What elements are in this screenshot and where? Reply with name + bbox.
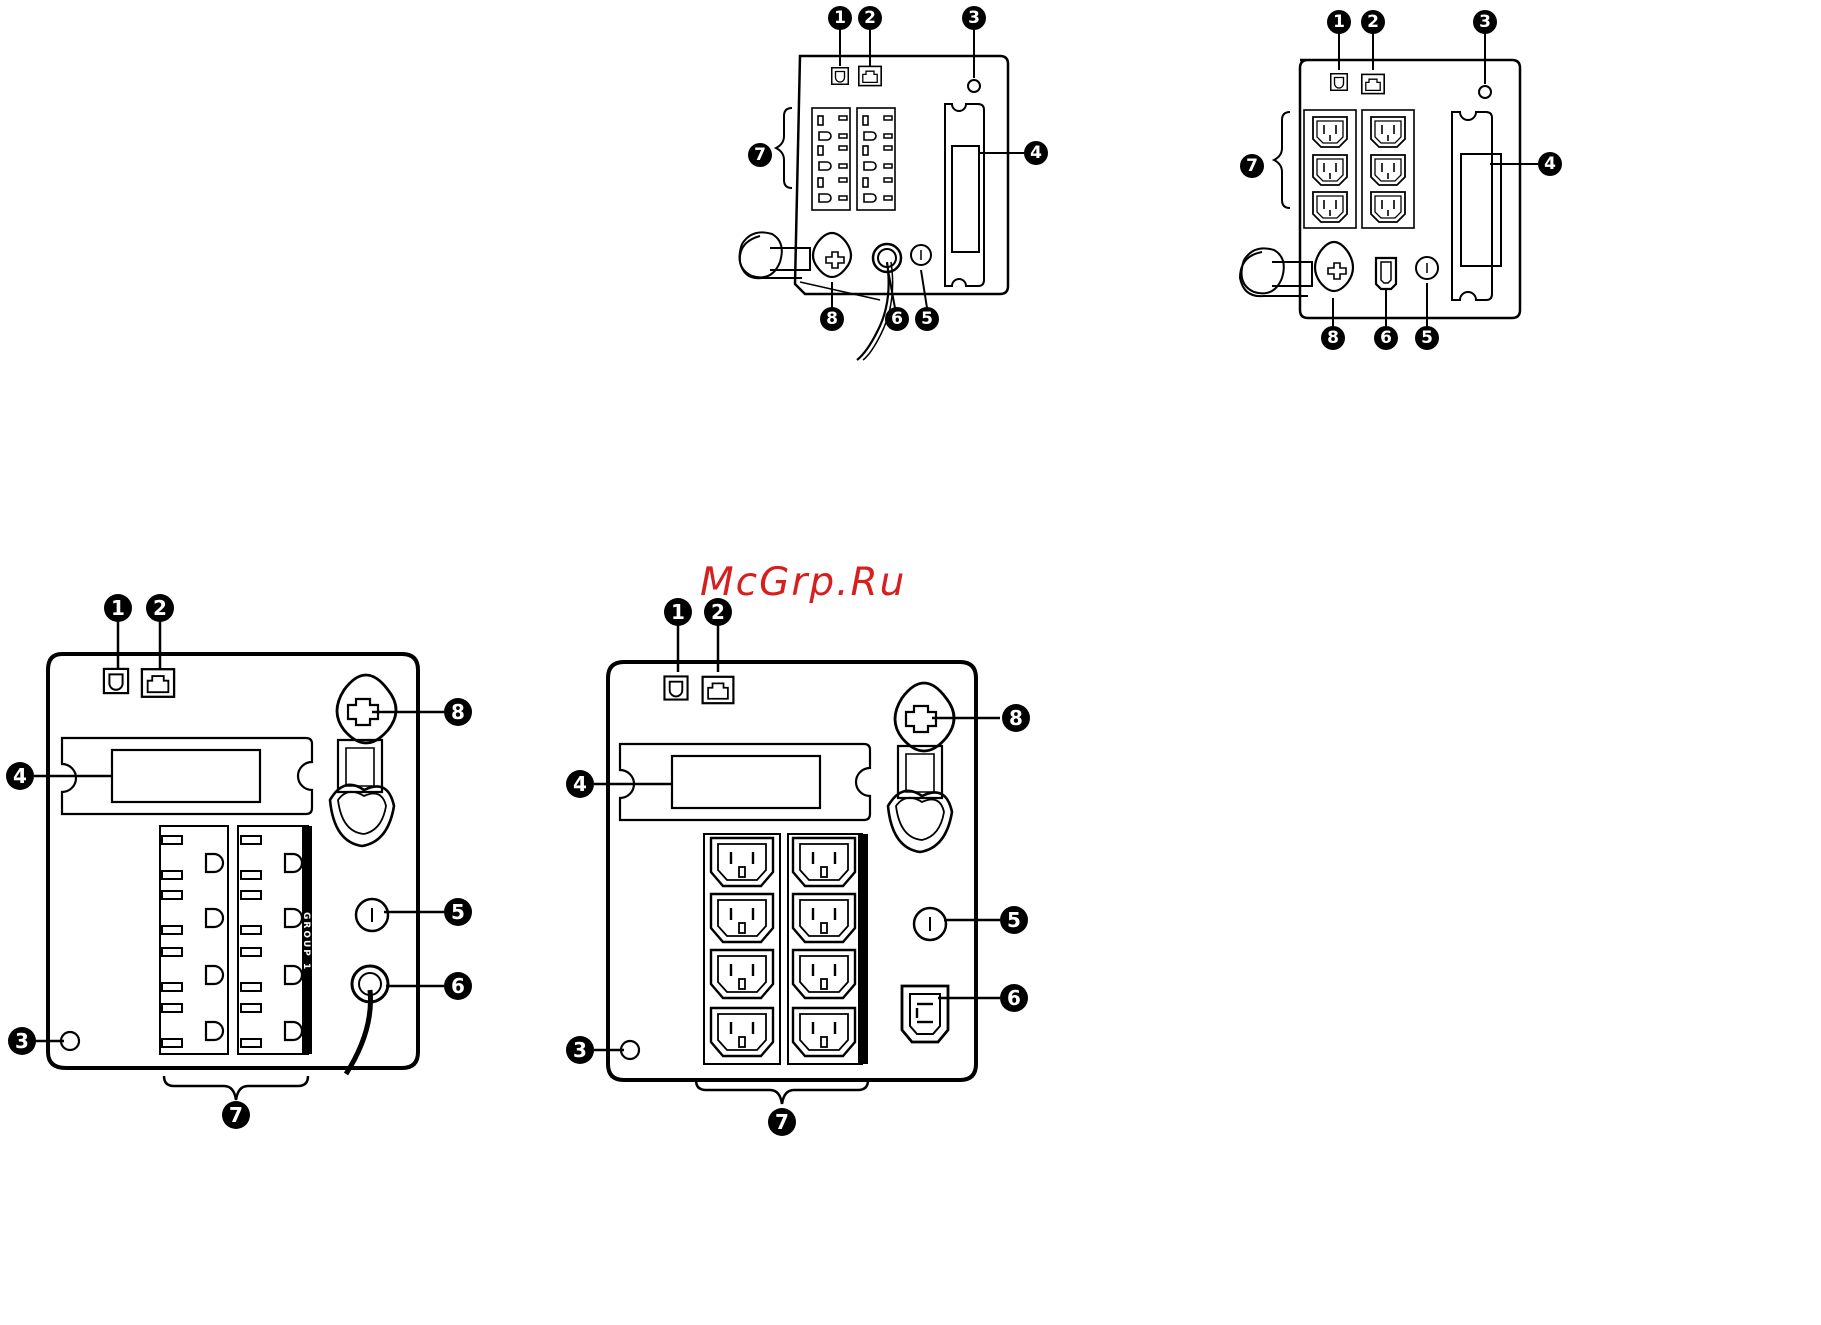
- svg-text:4: 4: [1030, 143, 1042, 163]
- svg-text:5: 5: [921, 309, 933, 329]
- svg-text:6: 6: [1380, 328, 1392, 348]
- svg-text:2: 2: [153, 596, 167, 620]
- callout-8-panel-d: 8: [932, 704, 1030, 732]
- callout-5-panel-a: 5: [915, 270, 939, 331]
- svg-text:3: 3: [15, 1029, 29, 1053]
- callout-6-panel-b: 6: [1374, 290, 1398, 350]
- svg-text:3: 3: [573, 1038, 587, 1062]
- svg-text:3: 3: [1479, 12, 1491, 32]
- network-port-icon: [142, 669, 174, 697]
- callout-3-panel-b: 3: [1473, 10, 1497, 84]
- svg-text:2: 2: [864, 8, 876, 28]
- svg-text:8: 8: [826, 309, 838, 329]
- svg-text:4: 4: [573, 772, 587, 796]
- usb-port-icon: [104, 669, 128, 693]
- svg-text:7: 7: [1246, 156, 1258, 176]
- ups-panel-d: [608, 662, 976, 1080]
- ups-panel-c: GROUP 1: [48, 654, 418, 1074]
- svg-text:7: 7: [775, 1110, 789, 1134]
- callout-6-panel-c: 6: [386, 972, 472, 1000]
- usb-port-icon: [664, 676, 687, 699]
- usb-port-icon: [832, 68, 849, 85]
- svg-text:1: 1: [111, 596, 125, 620]
- callout-3-panel-d: 3: [566, 1036, 624, 1064]
- callout-8-panel-b: 8: [1321, 298, 1345, 350]
- callout-2-panel-c: 2: [146, 594, 174, 670]
- callout-7-panel-b: 7: [1240, 112, 1290, 208]
- svg-text:5: 5: [1421, 328, 1433, 348]
- svg-text:6: 6: [891, 309, 903, 329]
- callout-4-panel-d: 4: [566, 770, 672, 798]
- svg-text:7: 7: [229, 1103, 243, 1127]
- ups-panel-a: [740, 56, 1008, 360]
- svg-text:1: 1: [671, 600, 685, 624]
- callout-7-panel-d: 7: [696, 1080, 868, 1136]
- watermark: McGrp.Ru: [700, 560, 906, 605]
- callout-4-panel-a: 4: [980, 141, 1048, 165]
- svg-text:8: 8: [1327, 328, 1339, 348]
- callout-5-panel-d: 5: [944, 906, 1028, 934]
- svg-text:4: 4: [1544, 154, 1556, 174]
- svg-text:6: 6: [1007, 986, 1021, 1010]
- ground-screw-icon: [1479, 86, 1491, 98]
- svg-text:1: 1: [834, 8, 846, 28]
- svg-text:3: 3: [968, 8, 980, 28]
- network-port-icon: [859, 66, 881, 85]
- callout-3-panel-c: 3: [8, 1027, 64, 1055]
- callout-8-panel-c: 8: [372, 698, 472, 726]
- svg-text:7: 7: [754, 145, 766, 165]
- svg-text:8: 8: [1009, 706, 1023, 730]
- ground-screw-icon: [968, 80, 980, 92]
- svg-text:1: 1: [1333, 12, 1345, 32]
- svg-text:2: 2: [1367, 12, 1379, 32]
- svg-text:8: 8: [451, 700, 465, 724]
- callout-7-panel-a: 7: [748, 108, 792, 188]
- svg-text:5: 5: [451, 900, 465, 924]
- svg-text:4: 4: [13, 764, 27, 788]
- usb-port-icon: [1331, 74, 1348, 91]
- network-port-icon: [703, 677, 734, 703]
- svg-text:2: 2: [711, 600, 725, 624]
- callout-4-panel-c: 4: [6, 762, 112, 790]
- callout-5-panel-b: 5: [1415, 283, 1439, 350]
- callout-1-panel-c: 1: [104, 594, 132, 670]
- svg-text:5: 5: [1007, 908, 1021, 932]
- input-cord-retainer-icon: [337, 675, 396, 743]
- callout-3-panel-a: 3: [962, 6, 986, 78]
- callout-6-panel-d: 6: [938, 984, 1028, 1012]
- callout-5-panel-c: 5: [384, 898, 472, 926]
- callout-7-panel-c: 7: [164, 1076, 308, 1129]
- network-port-icon: [1362, 74, 1384, 93]
- svg-text:6: 6: [451, 974, 465, 998]
